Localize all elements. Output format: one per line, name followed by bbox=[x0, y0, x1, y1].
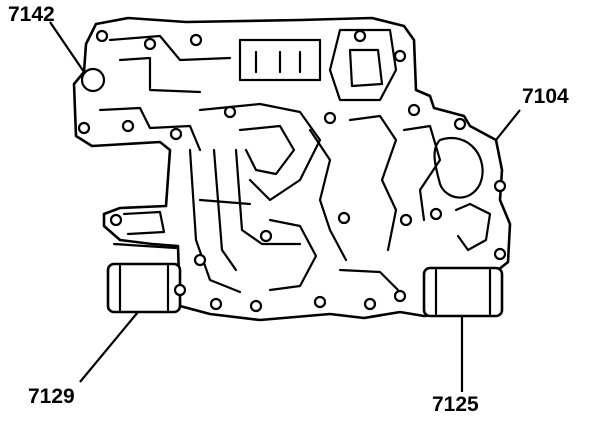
leader-7104 bbox=[495, 109, 521, 141]
leader-7129 bbox=[79, 311, 139, 383]
spool-7125 bbox=[422, 266, 504, 318]
check-ball-7142 bbox=[80, 67, 106, 93]
callout-7104: 7104 bbox=[522, 85, 569, 108]
fluid-channels bbox=[98, 28, 492, 294]
callout-7125: 7125 bbox=[432, 393, 479, 416]
callout-7142: 7142 bbox=[8, 3, 55, 26]
valve-body-outline bbox=[72, 16, 512, 322]
leader-7142 bbox=[49, 21, 85, 73]
callout-7129: 7129 bbox=[28, 385, 75, 408]
bolt-holes bbox=[77, 29, 507, 313]
spool-7129 bbox=[106, 262, 182, 314]
